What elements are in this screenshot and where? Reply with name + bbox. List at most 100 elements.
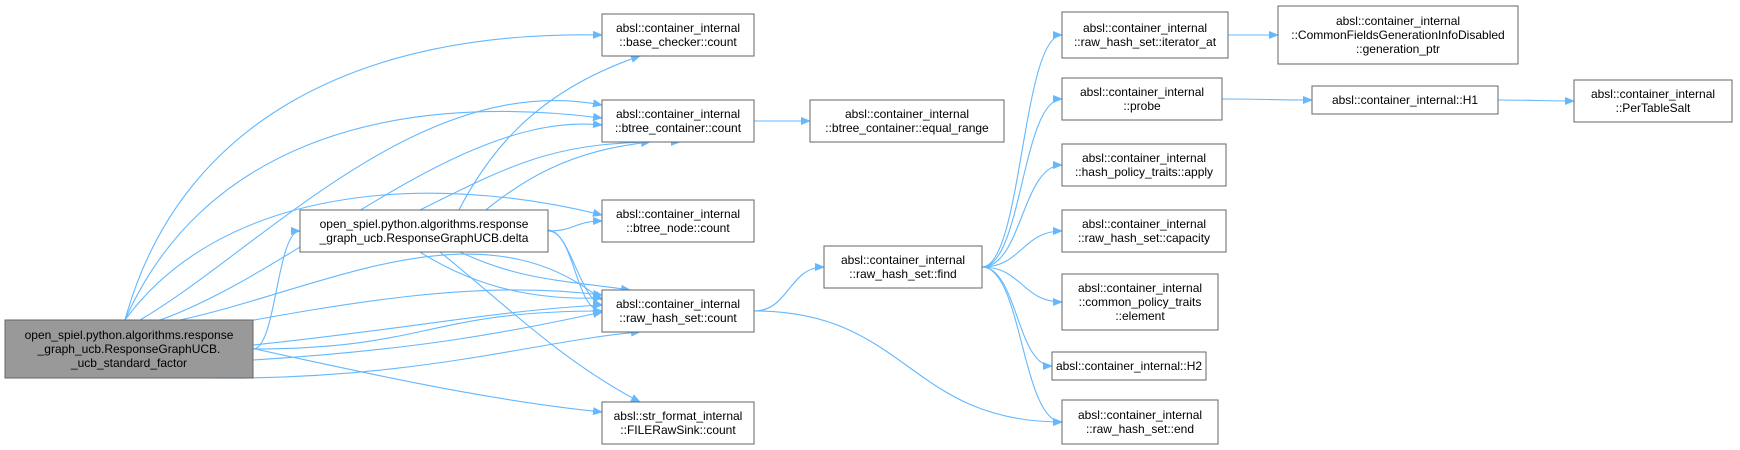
node-label-line: absl::container_internal <box>845 107 969 121</box>
node-box <box>4 319 254 379</box>
edge-extra-7 <box>419 251 603 303</box>
edge-ucb_standard_factor-to-raw_hash_set_count <box>252 307 603 350</box>
edge-extra-5 <box>252 310 603 361</box>
edge-h1-to-pertablesalt <box>1497 96 1575 105</box>
node-label-line: absl::container_internal <box>1078 281 1202 295</box>
edge-ucb_standard_factor-to-base_checker_count <box>124 30 603 321</box>
node-label-line: ::CommonFieldsGenerationInfoDisabled <box>1291 28 1504 42</box>
node-label-line: absl::container_internal <box>616 297 740 311</box>
edge-ucb_standard_factor-to-btree_node_count <box>124 192 603 321</box>
edge-probe-to-h1 <box>1221 95 1313 104</box>
edge-find-to-iterator_at <box>981 31 1063 268</box>
node-label-line: ::probe <box>1123 99 1161 113</box>
edge-find-to-capacity <box>981 227 1063 268</box>
node-label-line: open_spiel.python.algorithms.response <box>25 328 234 342</box>
node-equal-range[interactable]: absl::container_internal::btree_containe… <box>809 99 1005 143</box>
node-label-line: absl::container_internal <box>616 107 740 121</box>
edge-extra-6 <box>209 328 641 379</box>
node-label-line: _graph_ucb.ResponseGraphUCB. <box>37 342 221 356</box>
edge-find-to-h2 <box>981 266 1053 370</box>
node-label-line: absl::container_internal <box>616 21 740 35</box>
node-label-line: absl::container_internal::H1 <box>1332 93 1478 107</box>
node-label-line: ::common_policy_traits <box>1079 295 1202 309</box>
nodes-layer: open_spiel.python.algorithms.response_gr… <box>4 5 1733 445</box>
edge-find-to-element <box>981 266 1063 306</box>
node-label-line: ::generation_ptr <box>1356 42 1440 56</box>
node-find[interactable]: absl::container_internal::raw_hash_set::… <box>823 245 983 289</box>
edge-ucb_standard_factor-to-btree_container_count <box>124 110 603 321</box>
node-box <box>1061 11 1229 59</box>
edge-find-to-end <box>981 266 1063 426</box>
node-base-checker-count[interactable]: absl::container_internal::base_checker::… <box>601 13 755 57</box>
node-box <box>601 13 755 57</box>
node-probe[interactable]: absl::container_internal::probe <box>1061 77 1223 121</box>
node-btree-node-count[interactable]: absl::container_internal::btree_node::co… <box>601 199 755 243</box>
edge-delta-to-btree_node_count <box>547 217 603 232</box>
edge-extra-0 <box>139 99 603 321</box>
node-pertablesalt[interactable]: absl::container_internal::PerTableSalt <box>1573 79 1733 123</box>
node-filerawsink-count[interactable]: absl::str_format_internal::FILERawSink::… <box>601 401 755 445</box>
node-label-line: ::raw_hash_set::capacity <box>1078 231 1210 245</box>
edge-extra-10 <box>547 229 603 307</box>
node-label-line: ::raw_hash_set::find <box>849 267 956 281</box>
edge-extra-8 <box>459 251 631 293</box>
node-capacity[interactable]: absl::container_internal::raw_hash_set::… <box>1061 209 1227 253</box>
node-box <box>299 209 549 253</box>
node-label-line: absl::container_internal <box>1336 14 1460 28</box>
node-apply[interactable]: absl::container_internal::hash_policy_tr… <box>1061 143 1227 187</box>
node-btree-container-count[interactable]: absl::container_internal::btree_containe… <box>601 99 755 143</box>
node-box <box>1061 143 1227 187</box>
node-delta[interactable]: open_spiel.python.algorithms.response_gr… <box>299 209 549 253</box>
edge-extra-4 <box>252 301 603 346</box>
node-box <box>1061 399 1219 445</box>
node-box <box>1573 79 1733 123</box>
edge-raw_hash_set_count-to-find <box>753 263 825 312</box>
node-generation-ptr[interactable]: absl::container_internal::CommonFieldsGe… <box>1277 5 1519 65</box>
node-label-line: ::btree_container::count <box>615 121 742 135</box>
node-box <box>1061 77 1223 121</box>
node-label-line: ::raw_hash_set::end <box>1086 422 1194 436</box>
node-box <box>1061 209 1227 253</box>
node-label-line: ::raw_hash_set::iterator_at <box>1074 35 1217 49</box>
node-label-line: absl::container_internal::H2 <box>1056 359 1202 373</box>
node-raw-hash-set-count[interactable]: absl::container_internal::raw_hash_set::… <box>601 289 755 333</box>
node-label-line: ::raw_hash_set::count <box>619 311 737 325</box>
node-label-line: _ucb_standard_factor <box>70 356 187 370</box>
node-iterator-at[interactable]: absl::container_internal::raw_hash_set::… <box>1061 11 1229 59</box>
node-end[interactable]: absl::container_internal::raw_hash_set::… <box>1061 399 1219 445</box>
node-label-line: absl::container_internal <box>616 207 740 221</box>
node-label-line: ::base_checker::count <box>619 35 737 49</box>
node-label-line: absl::container_internal <box>841 253 965 267</box>
node-ucb-standard-factor[interactable]: open_spiel.python.algorithms.response_gr… <box>4 319 254 379</box>
node-label-line: ::FILERawSink::count <box>620 423 736 437</box>
node-label-line: ::PerTableSalt <box>1616 101 1691 115</box>
node-label-line: _graph_ucb.ResponseGraphUCB.delta <box>319 231 529 245</box>
node-box <box>601 289 755 333</box>
edge-extra-2 <box>179 253 603 321</box>
edge-ucb_standard_factor-to-delta <box>252 227 301 350</box>
node-label-line: absl::container_internal <box>1083 21 1207 35</box>
node-box <box>1277 5 1519 65</box>
node-h2[interactable]: absl::container_internal::H2 <box>1051 351 1207 381</box>
node-label-line: ::hash_policy_traits::apply <box>1075 165 1213 179</box>
node-label-line: absl::container_internal <box>1080 85 1204 99</box>
node-label-line: absl::container_internal <box>1082 217 1206 231</box>
node-box <box>823 245 983 289</box>
node-label-line: ::btree_container::equal_range <box>825 121 989 135</box>
edge-extra-3 <box>199 289 603 331</box>
node-box <box>601 99 755 143</box>
edge-delta-to-raw_hash_set_count <box>547 230 603 315</box>
node-label-line: absl::str_format_internal <box>614 409 743 423</box>
node-label-line: ::element <box>1115 309 1165 323</box>
node-box <box>809 99 1005 143</box>
node-label-line: ::btree_node::count <box>626 221 730 235</box>
node-box <box>1051 351 1207 381</box>
node-element[interactable]: absl::container_internal::common_policy_… <box>1061 273 1219 331</box>
node-h1[interactable]: absl::container_internal::H1 <box>1311 85 1499 115</box>
node-label-line: absl::container_internal <box>1591 87 1715 101</box>
node-label-line: absl::container_internal <box>1078 408 1202 422</box>
edge-raw_hash_set_count-to-end <box>753 310 1063 426</box>
edge-delta-to-filerawsink_count <box>439 251 641 403</box>
node-label-line: absl::container_internal <box>1082 151 1206 165</box>
